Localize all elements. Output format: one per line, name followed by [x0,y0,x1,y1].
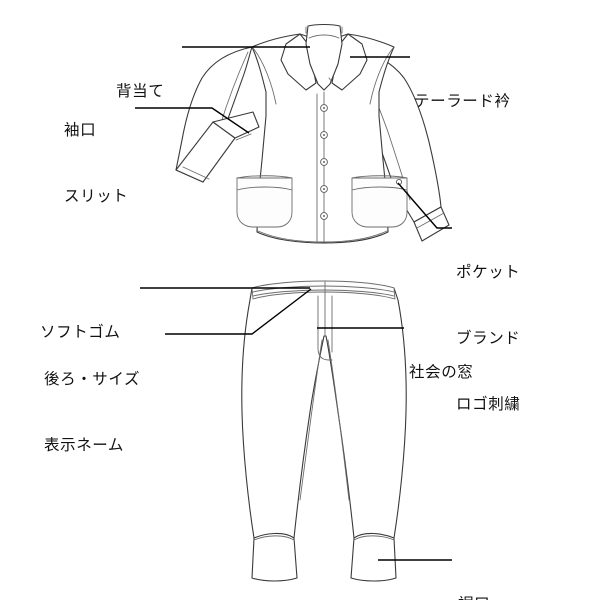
leader-back-size-label [165,288,312,335]
jacket-left-cuff-slit-line [235,133,252,141]
jacket-button [320,212,328,220]
callout-soft-elastic: ソフトゴム [40,277,121,387]
jacket-collar-stand-inner [308,34,340,39]
callout-cuff-slit: 袖口 スリット [64,75,128,251]
callout-pocket-line-2: ロゴ刺繍 [456,395,521,413]
jacket-button [320,158,328,166]
jacket-collar-v-point [328,77,333,83]
leader-pocket-logo [397,182,452,229]
pants-left-leg-inner-seam [299,339,323,501]
callout-back-size-label: 後ろ・サイズ 表示ネーム [44,324,140,500]
jacket-left-shoulder-seam [252,47,277,105]
pants-left-cuff [251,532,298,582]
jacket-button [320,104,328,112]
jacket-collar-stand [305,23,343,91]
jacket-left-pocket [236,177,293,228]
callout-tailored-collar: テーラード衿 [414,46,511,156]
jacket-left-pocket-top-band [236,186,293,191]
pants-group [241,280,407,582]
callout-pocket-brand-logo: ポケット ブランド ロゴ刺繍 [456,217,520,459]
jacket-button-row [320,104,328,220]
callout-tailored-collar-line-0: テーラード衿 [414,92,511,110]
callout-hem-opening-line-0: 裾口 [458,593,490,600]
callout-cuff-slit-line-1: スリット [64,187,129,205]
jacket-right-pocket-top-edge [351,175,408,179]
jacket-left-cuff-edge [182,166,210,180]
callout-fly-line-0: 社会の窓 [409,363,474,381]
pants-right-cuff-top-edge [353,535,395,541]
leader-lines [135,46,452,561]
callout-fly: 社会の窓 [409,317,473,427]
jacket-right-shoulder-seam [369,47,394,105]
jacket-right-pocket [351,177,408,228]
callout-back-size-line-0: 後ろ・サイズ [44,370,141,388]
callout-back-size-line-1: 表示ネーム [44,436,125,454]
callout-pocket-line-0: ポケット [456,263,521,281]
jacket-left-pocket-top-edge [236,175,293,179]
callout-hem-opening: 裾口 [458,549,490,600]
pants-left-cuff-top-edge [253,535,295,541]
pants-fly [317,295,333,361]
jacket-button [320,131,328,139]
jacket-button [320,185,328,193]
callout-cuff-slit-line-0: 袖口 [64,121,97,139]
leader-cuff-slit [135,107,250,134]
pants-right-leg-inner-seam [327,339,350,501]
callout-soft-elastic-line-0: ソフトゴム [40,323,121,341]
pants-right-cuff [350,532,397,582]
callout-back-yoke: 背当て [116,36,164,146]
callout-back-yoke-line-0: 背当て [116,82,165,100]
pants-waistband-elastic-line-2 [252,289,395,297]
pants-body [241,281,407,539]
callout-pocket-line-1: ブランド [456,329,521,347]
pants-waistband-elastic-line-1 [252,285,395,293]
